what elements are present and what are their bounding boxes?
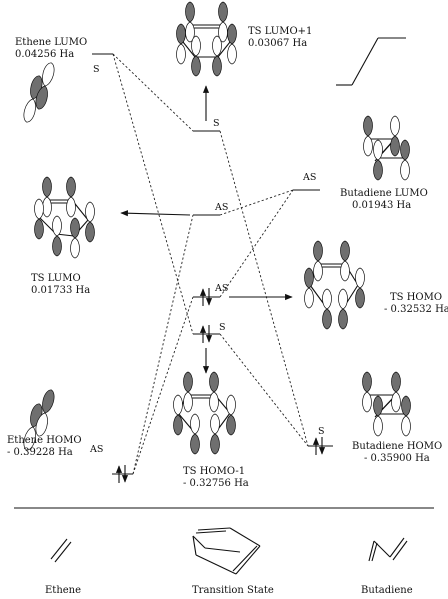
label-ts-homo-energy: - 0.32532 Ha	[384, 304, 448, 315]
electron-pairs	[115, 288, 326, 483]
electron-pair-butadiene-homo	[312, 437, 326, 455]
symmetry-ts-lumo: AS	[214, 202, 228, 213]
label-ts-homo-name: TS HOMO	[390, 292, 442, 303]
orbital-ts-homo-minus-1	[173, 371, 236, 455]
symmetry-ethene-homo: AS	[89, 444, 103, 455]
label-ts-homo-minus-1-energy: - 0.32756 Ha	[183, 478, 249, 489]
structure-transition-state	[192, 527, 261, 575]
label-butadiene-lumo-name: Butadiene LUMO	[340, 188, 428, 199]
symmetry-butadiene-lumo: AS	[302, 172, 316, 183]
energy-levels	[92, 37, 406, 475]
orbital-ts-homo	[304, 240, 365, 330]
label-ethene-lumo-energy: 0.04256 Ha	[15, 49, 74, 60]
label-butadiene-structure: Butadiene	[361, 585, 413, 596]
electron-pair-ethene-homo	[115, 465, 129, 483]
symmetry-ts-homo: AS	[214, 283, 228, 294]
label-transition-state-structure: Transition State	[192, 585, 274, 596]
label-ts-lumo-name: TS LUMO	[31, 273, 81, 284]
label-ts-lumo-plus-1-energy: 0.03067 Ha	[248, 38, 307, 49]
correlation-lines	[112, 53, 309, 475]
orbital-ts-lumo-plus-1	[176, 1, 237, 77]
energy-labels: Ethene LUMO 0.04256 Ha S Ethene HOMO - 0…	[7, 26, 448, 489]
scale-break-marker	[336, 37, 406, 86]
label-butadiene-homo-energy: - 0.35900 Ha	[364, 453, 430, 464]
orbital-ethene-lumo	[21, 61, 57, 124]
orbital-butadiene-lumo	[363, 115, 410, 181]
electron-pair-ts-homo-minus-1	[199, 325, 213, 343]
symmetry-ts-homo-minus-1: S	[219, 322, 226, 333]
label-ethene-homo-name: Ethene HOMO	[7, 435, 82, 446]
orbital-pointer-arrows	[120, 85, 293, 374]
structure-butadiene	[368, 537, 408, 562]
label-ts-lumo-energy: 0.01733 Ha	[31, 285, 90, 296]
symmetry-ts-lumo-plus-1: S	[213, 118, 220, 129]
label-ts-homo-minus-1-name: TS HOMO-1	[183, 466, 245, 477]
label-ethene-lumo-name: Ethene LUMO	[15, 37, 87, 48]
orbital-butadiene-homo	[362, 371, 411, 437]
label-ethene-structure: Ethene	[45, 585, 81, 596]
label-ts-lumo-plus-1-name: TS LUMO+1	[248, 26, 312, 37]
symmetry-ethene-lumo: S	[93, 64, 100, 75]
label-butadiene-lumo-energy: 0.01943 Ha	[352, 200, 411, 211]
structure-ethene	[50, 538, 72, 563]
label-ethene-homo-energy: - 0.39228 Ha	[7, 447, 73, 458]
orbital-ethene-homo	[21, 388, 57, 452]
orbital-ts-lumo	[34, 176, 95, 259]
symmetry-butadiene-homo: S	[318, 426, 325, 437]
label-butadiene-homo-name: Butadiene HOMO	[352, 441, 442, 452]
electron-pair-ts-homo	[199, 288, 213, 306]
